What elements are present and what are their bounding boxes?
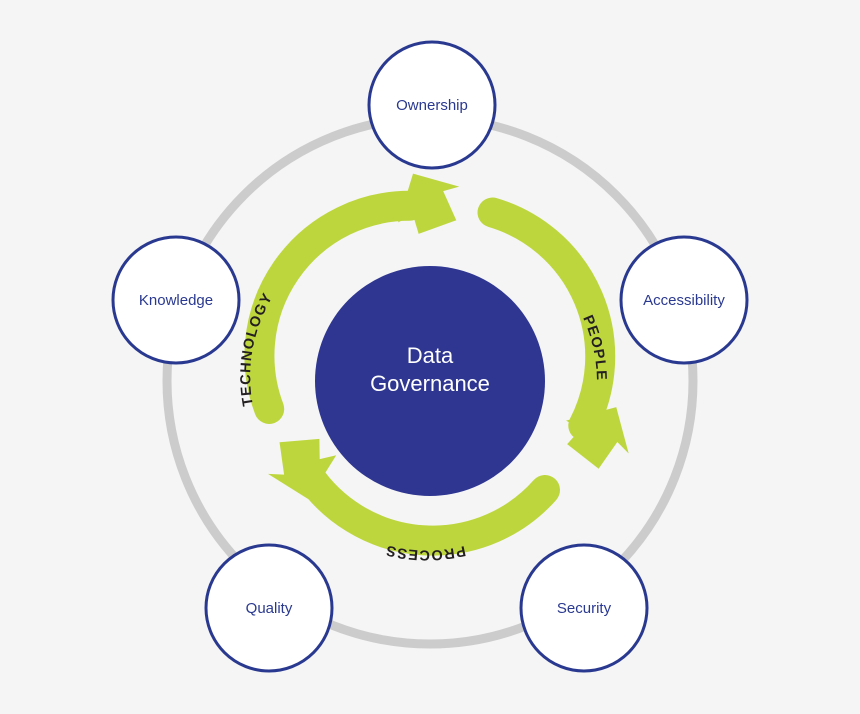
node-accessibility[interactable]: Accessibility (619, 235, 749, 365)
node-ownership-circle[interactable] (367, 40, 497, 170)
node-knowledge[interactable]: Knowledge (111, 235, 241, 365)
node-accessibility-circle[interactable] (619, 235, 749, 365)
node-security[interactable]: Security (519, 543, 649, 673)
node-quality-circle[interactable] (204, 543, 334, 673)
center-label-line2: Governance (370, 371, 490, 396)
arrow-technology (244, 173, 460, 424)
node-ownership-label: Ownership (396, 97, 468, 114)
center-circle (315, 266, 545, 496)
node-knowledge-circle[interactable] (111, 235, 241, 365)
arrow-people (477, 197, 629, 469)
center-node: Data Governance (315, 266, 545, 496)
center-label-line1: Data (407, 343, 454, 368)
arrow-label-process: PROCESS (384, 541, 467, 562)
node-security-label: Security (557, 600, 612, 617)
arrow-process (267, 438, 560, 556)
node-accessibility-label: Accessibility (643, 292, 725, 309)
node-knowledge-label: Knowledge (139, 292, 213, 309)
node-ownership[interactable]: Ownership (367, 40, 497, 170)
node-quality[interactable]: Quality (204, 543, 334, 673)
node-security-circle[interactable] (519, 543, 649, 673)
node-quality-label: Quality (246, 600, 293, 617)
